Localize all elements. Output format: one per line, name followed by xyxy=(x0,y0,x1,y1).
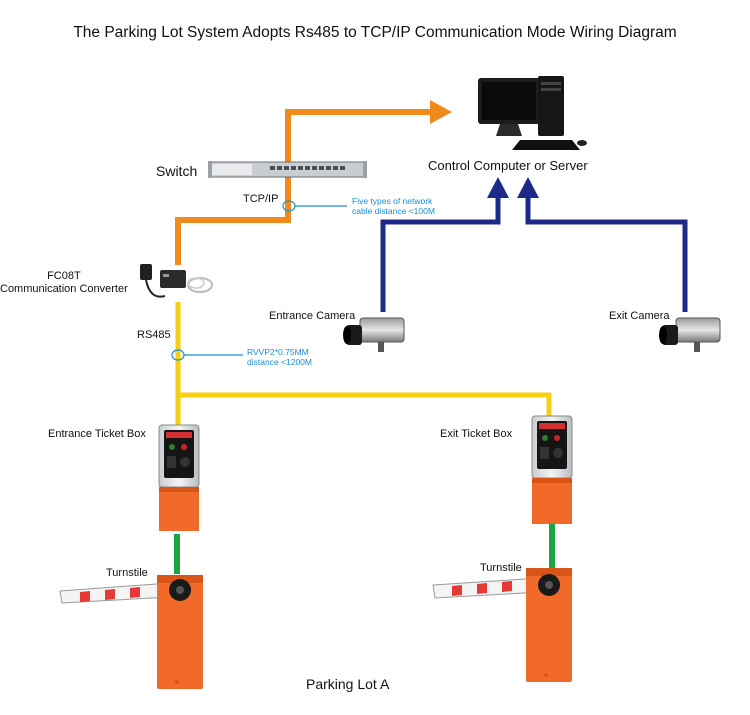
converter-label: FC08T Communication Converter xyxy=(0,270,128,296)
network-note: Five types of network cable distance <10… xyxy=(352,196,435,216)
switch-device xyxy=(208,161,367,178)
converter-label-line1: FC08T xyxy=(47,270,81,282)
converter-label-line2: Communication Converter xyxy=(0,283,128,295)
exit-camera-label: Exit Camera xyxy=(609,310,670,322)
exit-camera-line xyxy=(517,177,688,312)
computer-icon xyxy=(478,76,587,150)
network-note-line1: Five types of network xyxy=(352,196,433,206)
rs485-callout xyxy=(171,349,243,361)
computer-label: Control Computer or Server xyxy=(428,158,588,173)
turnstile-right xyxy=(432,568,572,682)
tcpip-line xyxy=(175,100,452,265)
exit-ticket-box xyxy=(531,415,573,524)
parking-lot-label: Parking Lot A xyxy=(306,676,390,692)
network-callout xyxy=(282,200,347,212)
entrance-ticket-box xyxy=(158,424,200,531)
entrance-camera-label: Entrance Camera xyxy=(269,310,356,322)
switch-label: Switch xyxy=(156,163,198,179)
exit-link xyxy=(549,524,555,568)
turnstile-right-label: Turnstile xyxy=(480,562,522,574)
turnstile-left-label: Turnstile xyxy=(106,567,148,579)
exit-camera-icon xyxy=(659,317,721,352)
converter-icon xyxy=(140,264,213,298)
rs485-note-line2: distance <1200M xyxy=(247,357,312,367)
entrance-ticket-box-label: Entrance Ticket Box xyxy=(48,428,146,440)
rs485-label: RS485 xyxy=(137,329,171,341)
tcpip-label: TCP/IP xyxy=(243,193,279,205)
entrance-link xyxy=(174,534,180,574)
exit-ticket-box-label: Exit Ticket Box xyxy=(440,428,513,440)
rs485-note: RVVP2*0.75MM distance <1200M xyxy=(247,347,312,367)
rs485-note-line1: RVVP2*0.75MM xyxy=(247,347,309,357)
diagram-title: The Parking Lot System Adopts Rs485 to T… xyxy=(73,24,677,41)
entrance-camera-icon xyxy=(343,317,405,352)
turnstile-left xyxy=(59,575,203,689)
entrance-camera-line xyxy=(380,177,509,312)
network-note-line2: cable distance <100M xyxy=(352,206,435,216)
